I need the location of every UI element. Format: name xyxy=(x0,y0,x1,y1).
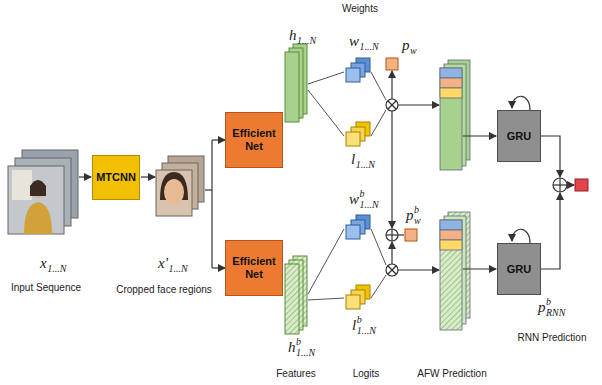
efficientnet-box: Efficient Net xyxy=(225,112,283,168)
math-subscript: RNN xyxy=(546,308,565,318)
box-label: Efficient Net xyxy=(228,127,280,152)
gru-box: GRU xyxy=(497,243,541,295)
math-superscript: b xyxy=(546,297,551,307)
math-superscript: b xyxy=(357,315,362,325)
box-label: Efficient Net xyxy=(228,255,280,280)
box-text-group: Efficient Net xyxy=(228,127,280,152)
caption-label: Features xyxy=(276,368,315,379)
operator-symbols xyxy=(386,99,398,276)
box-text-group: GRU xyxy=(507,263,531,276)
box-label: MTCNN xyxy=(96,171,136,184)
math-subscript: 1...N xyxy=(360,42,379,52)
math-symbol: l xyxy=(352,318,356,333)
feature-stack xyxy=(285,44,307,334)
math-subscript: 1...N xyxy=(296,348,315,358)
math-subscript: 1...N xyxy=(47,264,66,274)
math-superscript: b xyxy=(360,189,365,199)
caption-label: Input Sequence xyxy=(11,282,81,293)
math-symbol: h xyxy=(288,340,296,355)
sequence-stack xyxy=(440,60,470,330)
caption-label: AFW Prediction xyxy=(417,368,486,379)
input-frames xyxy=(8,150,78,234)
math-symbol: h xyxy=(289,28,297,43)
weight-cubes xyxy=(346,58,370,309)
math-subscript: w xyxy=(410,46,417,56)
math-subscript: w xyxy=(414,216,421,226)
math-subscript: 1...N xyxy=(168,264,187,274)
box-text-group: MTCNN xyxy=(96,171,136,184)
sum-symbol xyxy=(553,178,567,192)
afw-output xyxy=(386,58,398,70)
efficientnet-box: Efficient Net xyxy=(225,240,283,296)
box-label: GRU xyxy=(507,130,531,143)
math-superscript: b xyxy=(296,337,301,347)
math-symbol: w xyxy=(349,34,359,49)
math-subscript: 1...N xyxy=(356,160,375,170)
gru-box: GRU xyxy=(497,110,541,162)
math-subscript: 1...N xyxy=(360,200,379,210)
math-symbol: p xyxy=(402,38,410,53)
cropped-faces xyxy=(156,156,204,216)
math-superscript: b xyxy=(414,205,419,215)
afw-output xyxy=(405,229,417,241)
caption-label: Weights xyxy=(342,3,378,14)
rnn-output xyxy=(575,179,588,191)
math-symbol: l xyxy=(351,152,355,167)
caption-label: Logits xyxy=(353,368,380,379)
math-symbol: x' xyxy=(158,256,168,271)
math-subscript: 1...N xyxy=(357,326,376,336)
math-symbol: w xyxy=(349,192,359,207)
mtcnn-box: MTCNN xyxy=(92,155,140,200)
math-symbol: x xyxy=(40,256,47,271)
caption-label: RNN Prediction xyxy=(518,332,587,343)
box-label: GRU xyxy=(507,263,531,276)
math-symbol: p xyxy=(538,300,546,315)
box-text-group: GRU xyxy=(507,130,531,143)
caption-label: Cropped face regions xyxy=(116,284,212,295)
box-text-group: Efficient Net xyxy=(228,255,280,280)
math-symbol: p xyxy=(406,208,414,223)
math-subscript: 1...N xyxy=(297,36,316,46)
